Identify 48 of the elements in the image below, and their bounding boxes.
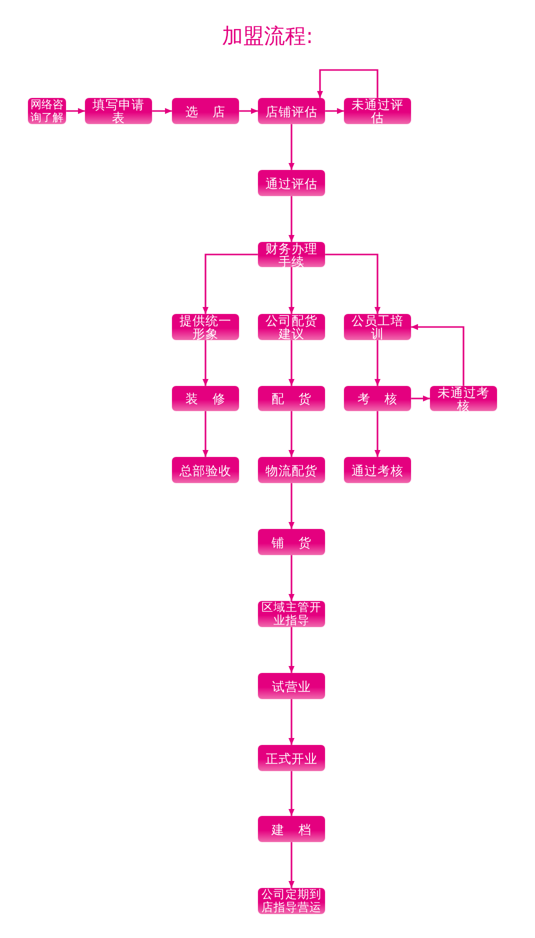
arrow — [374, 411, 380, 457]
process-box: 公员工培训 — [344, 314, 411, 340]
title: 加盟流程: — [220, 23, 314, 50]
arrow — [288, 842, 294, 888]
process-box: 提供统一形象 — [172, 314, 239, 340]
arrow — [202, 254, 258, 314]
arrow — [288, 627, 294, 673]
arrow — [288, 267, 294, 314]
arrow — [288, 699, 294, 745]
process-box: 填写申请表 — [85, 98, 152, 124]
arrow — [317, 69, 378, 98]
process-box: 通过评估 — [258, 170, 325, 196]
process-box: 店铺评估 — [258, 98, 325, 124]
process-box: 铺 货 — [258, 529, 325, 555]
process-box: 通过考核 — [344, 457, 411, 483]
process-box: 物流配货 — [258, 457, 325, 483]
arrow — [288, 555, 294, 601]
arrow — [411, 396, 430, 402]
process-box: 公司配货建议 — [258, 314, 325, 340]
arrow — [374, 340, 380, 386]
arrow — [325, 254, 380, 314]
arrow — [239, 108, 258, 114]
process-box: 装 修 — [172, 386, 239, 411]
process-box: 正式开业 — [258, 745, 325, 771]
arrow — [152, 108, 172, 114]
arrow — [325, 108, 344, 114]
process-box: 财务办理手续 — [258, 242, 325, 267]
arrow — [288, 411, 294, 457]
arrow — [411, 324, 464, 386]
process-box: 总部验收 — [172, 457, 239, 483]
arrow — [288, 196, 294, 242]
arrow — [288, 483, 294, 529]
process-box: 公司定期到店指导营运 — [258, 888, 325, 914]
arrow — [202, 411, 208, 457]
process-box: 网络咨询了解 — [28, 98, 66, 124]
process-box: 试营业 — [258, 673, 325, 699]
arrow — [202, 340, 208, 386]
process-box: 区域主管开业指导 — [258, 601, 325, 627]
process-box: 选 店 — [172, 98, 239, 124]
process-box: 未通过考核 — [430, 386, 497, 411]
process-box: 配 货 — [258, 386, 325, 411]
process-box: 未通过评估 — [344, 98, 411, 124]
arrow — [288, 771, 294, 816]
arrow — [288, 124, 294, 170]
arrow — [66, 108, 85, 114]
arrow — [288, 340, 294, 386]
process-box: 考 核 — [344, 386, 411, 411]
process-box: 建 档 — [258, 816, 325, 842]
